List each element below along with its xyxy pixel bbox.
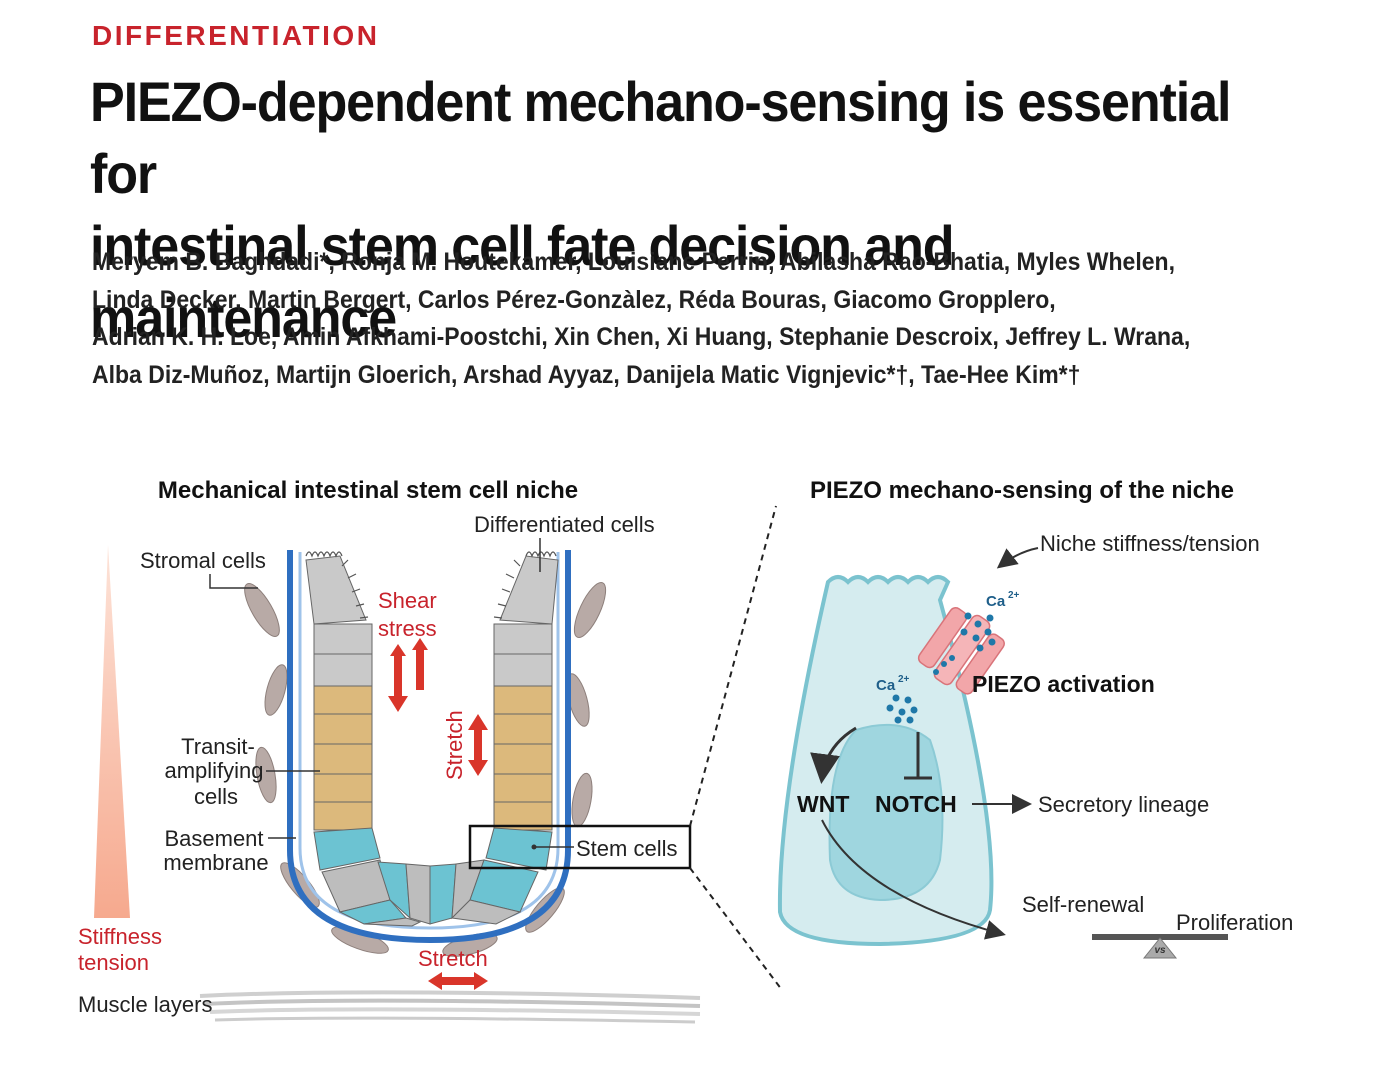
wnt-activation-arrow: [810, 726, 857, 784]
author-line-2: Linda Decker, Martin Bergert, Carlos Pér…: [92, 285, 1056, 314]
shear-stress-arrows: [388, 638, 428, 712]
balance-beam: [1092, 934, 1228, 940]
muscle-layers: [199, 990, 701, 1024]
author-line-1: Meryem B. Baghdadi*, Ronja M. Houtekamer…: [92, 248, 1175, 276]
calcium-ions-left: [886, 694, 918, 724]
calcium-ions-top: [960, 612, 996, 652]
bm-label-2: membrane: [163, 850, 268, 875]
ca-left-label: Ca: [876, 677, 896, 694]
calcium-ions-inner: [933, 655, 955, 675]
left-microvilli: [305, 551, 369, 619]
stromal-label: Stromal cells: [140, 548, 266, 573]
right-panel-title: PIEZO mechano-sensing of the niche: [810, 477, 1234, 504]
author-list: Meryem B. Baghdadi*, Ronja M. Houtekamer…: [92, 244, 1288, 394]
basement-membrane: [287, 550, 571, 944]
right-microvilli: [493, 551, 557, 619]
stiffness-gradient: [94, 545, 130, 918]
ta-label-3: cells: [194, 784, 238, 809]
left-epithelium: [305, 555, 381, 871]
piezo-activation-label: PIEZO activation: [972, 671, 1155, 697]
muscle-label: Muscle layers: [78, 992, 212, 1017]
secretory-lineage-label: Secretory lineage: [1038, 792, 1209, 817]
graphical-abstract-figure: Mechanical intestinal stem cell niche St…: [78, 477, 1293, 1024]
left-panel-title: Mechanical intestinal stem cell niche: [158, 477, 578, 504]
author-line-4: Alba Diz-Muñoz, Martijn Gloerich, Arshad…: [92, 360, 1081, 389]
stiffness-label: Stiffness: [78, 924, 162, 949]
ca-left-charge: 2+: [898, 674, 910, 685]
crypt-base-cells: [321, 859, 539, 927]
stem-cells-highlight-box: [468, 824, 692, 870]
wnt-label: WNT: [797, 791, 849, 817]
balance-fulcrum: [1142, 937, 1178, 959]
piezo-channel-icon: [917, 607, 1005, 695]
ta-label-1: Transit-: [181, 734, 255, 759]
tension-label: tension: [78, 950, 149, 975]
niche-stiffness-label: Niche stiffness/tension: [1040, 531, 1260, 556]
bm-label-1: Basement: [164, 826, 263, 851]
zoom-line-bottom: [689, 867, 783, 991]
section-label: DIFFERENTIATION: [92, 20, 380, 51]
self-renewal-arrow: [821, 819, 1006, 940]
right-epithelium: [485, 555, 559, 871]
stretch-bottom-label: Stretch: [418, 946, 488, 971]
article-title: PIEZO-dependent mechano-sensing is essen…: [90, 66, 1243, 354]
title-line-2: intestinal stem cell fate decision and m…: [90, 214, 955, 349]
proliferation-label: Proliferation: [1176, 910, 1293, 935]
notch-inhibition-symbol: [904, 732, 932, 780]
shear-label-1: Shear: [378, 588, 437, 613]
zoom-line-top: [689, 505, 777, 827]
ta-label-2: amplifying: [164, 758, 263, 783]
stretch-vertical-arrow: [468, 714, 488, 776]
stem-cells-label: Stem cells: [576, 836, 677, 861]
self-renewal-label: Self-renewal: [1022, 892, 1144, 917]
ca-top-label: Ca: [986, 593, 1006, 610]
differentiated-label: Differentiated cells: [474, 512, 655, 537]
notch-label: NOTCH: [875, 791, 957, 817]
stretch-vertical-label: Stretch: [442, 710, 467, 780]
ca-top-charge: 2+: [1008, 590, 1020, 601]
stretch-horizontal-arrow: [428, 972, 488, 990]
title-line-1: PIEZO-dependent mechano-sensing is essen…: [90, 70, 1231, 205]
shear-label-2: stress: [378, 616, 437, 641]
vs-label: vs: [1154, 945, 1166, 956]
nucleus: [828, 723, 944, 902]
niche-arrow: [996, 547, 1039, 569]
author-line-3: Adrian K. H. Loe, Amin Afkhami-Poostchi,…: [92, 323, 1191, 351]
